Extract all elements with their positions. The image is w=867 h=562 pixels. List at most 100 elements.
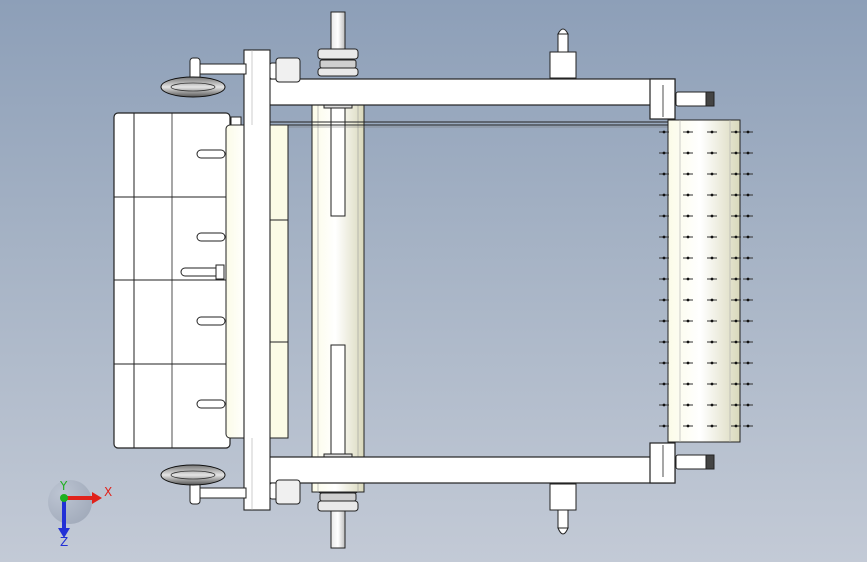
drum-spike-tip <box>662 340 666 344</box>
drum-spike-tip <box>746 382 750 386</box>
drum-spike-tip <box>746 193 750 197</box>
guide-rods <box>268 121 740 128</box>
drum-spike-tip <box>746 172 750 176</box>
drum-spike-tip <box>710 256 714 260</box>
caster-wheel-bottom[interactable] <box>160 464 301 505</box>
drum-spike-tip <box>734 319 738 323</box>
post-bottom <box>549 483 577 535</box>
end-bracket-bottom <box>675 454 715 470</box>
drum-spike-tip <box>746 256 750 260</box>
drum-spike-tip <box>710 214 714 218</box>
drum-spike-tip <box>746 340 750 344</box>
drum-spike-tip <box>746 214 750 218</box>
drum-spike-tip <box>734 277 738 281</box>
drum-spike-tip <box>686 319 690 323</box>
drum-spike-tip <box>710 403 714 407</box>
blade-block[interactable] <box>113 112 231 449</box>
drum-spike-tip <box>662 298 666 302</box>
drum-spike-tip <box>686 214 690 218</box>
drum-spike-tip <box>734 298 738 302</box>
y-axis-point <box>60 494 68 502</box>
drum-spike-tip <box>686 193 690 197</box>
drum-spike-tip <box>662 172 666 176</box>
drum-spike-tip <box>686 235 690 239</box>
frame-rail-bottom[interactable] <box>256 442 676 484</box>
lock-nuts-top <box>317 48 359 77</box>
drum-spike-tip <box>662 361 666 365</box>
drum-spike-tip <box>710 424 714 428</box>
drum-spike-tip <box>746 235 750 239</box>
drum-spike-tip <box>686 340 690 344</box>
support-bar <box>243 49 271 511</box>
x-axis-label: X <box>104 485 112 499</box>
frame-rail-top[interactable] <box>256 78 676 120</box>
drum-spike-tip <box>734 151 738 155</box>
drum-spike-tip <box>686 151 690 155</box>
drum-spike-tip <box>734 172 738 176</box>
drum-spike-tip <box>734 235 738 239</box>
drum-spike-tip <box>662 403 666 407</box>
drum-spike-tip <box>686 298 690 302</box>
drum-spike-tip <box>686 172 690 176</box>
drum-spike-tip <box>662 319 666 323</box>
drum-spike-tip <box>710 319 714 323</box>
drum-spike-tip <box>734 382 738 386</box>
drum-spike-tip <box>662 193 666 197</box>
drum-spike-tip <box>710 277 714 281</box>
drum-spike-tip <box>734 424 738 428</box>
drum-spike-tip <box>710 298 714 302</box>
caster-wheel-top[interactable] <box>160 57 301 98</box>
drum-spike-tip <box>710 235 714 239</box>
drum-spike-tip <box>734 256 738 260</box>
drum-spike-tip <box>662 424 666 428</box>
z-axis-arrow <box>58 498 70 538</box>
drum-spike-tip <box>686 403 690 407</box>
drum-spike-tip <box>734 214 738 218</box>
z-axis-label: Z <box>60 535 68 548</box>
drum-spike-tip <box>734 340 738 344</box>
drum-spike-tip <box>746 277 750 281</box>
drum-spike-tip <box>662 214 666 218</box>
drum-spike-tip <box>662 382 666 386</box>
drum-spike-tip <box>734 361 738 365</box>
coordinate-triad: X Y Z <box>48 479 112 548</box>
drum-spike-tip <box>746 319 750 323</box>
central-roller[interactable] <box>311 79 365 493</box>
drum-spike-tip <box>662 151 666 155</box>
drum-spike-tip <box>710 172 714 176</box>
end-bracket-top <box>675 91 715 107</box>
drum-spike-tip <box>734 193 738 197</box>
drum-spike-tip <box>746 361 750 365</box>
drum-spike-tip <box>734 403 738 407</box>
drum-spike-tip <box>662 235 666 239</box>
post-top <box>549 28 577 79</box>
drum-spike-tip <box>734 130 738 134</box>
drum-spike-tip <box>746 151 750 155</box>
drum-spike-tip <box>662 130 666 134</box>
blade-slots <box>180 149 226 409</box>
drum-spike-tip <box>710 130 714 134</box>
drum-spike-tip <box>686 424 690 428</box>
drum-spike-tip <box>746 298 750 302</box>
drum-spike-tip <box>686 277 690 281</box>
spiked-drum[interactable] <box>659 119 753 443</box>
drum-spike-tip <box>710 361 714 365</box>
drum-spike-tip <box>686 256 690 260</box>
x-axis-arrow <box>64 492 102 504</box>
drum-spike-tip <box>662 277 666 281</box>
drum-spike-tip <box>686 130 690 134</box>
drum-spike-tip <box>746 424 750 428</box>
drum-spike-tip <box>746 130 750 134</box>
drum-spike-tip <box>710 340 714 344</box>
drum-spike-tip <box>746 403 750 407</box>
drum-spike-tip <box>710 151 714 155</box>
drum-spike-tip <box>686 382 690 386</box>
drum-spike-tip <box>710 193 714 197</box>
drum-spike-tip <box>662 256 666 260</box>
drum-spike-tip <box>710 382 714 386</box>
drum-spike-tip <box>686 361 690 365</box>
y-axis-label: Y <box>59 479 68 493</box>
drum-spikes <box>659 130 753 428</box>
